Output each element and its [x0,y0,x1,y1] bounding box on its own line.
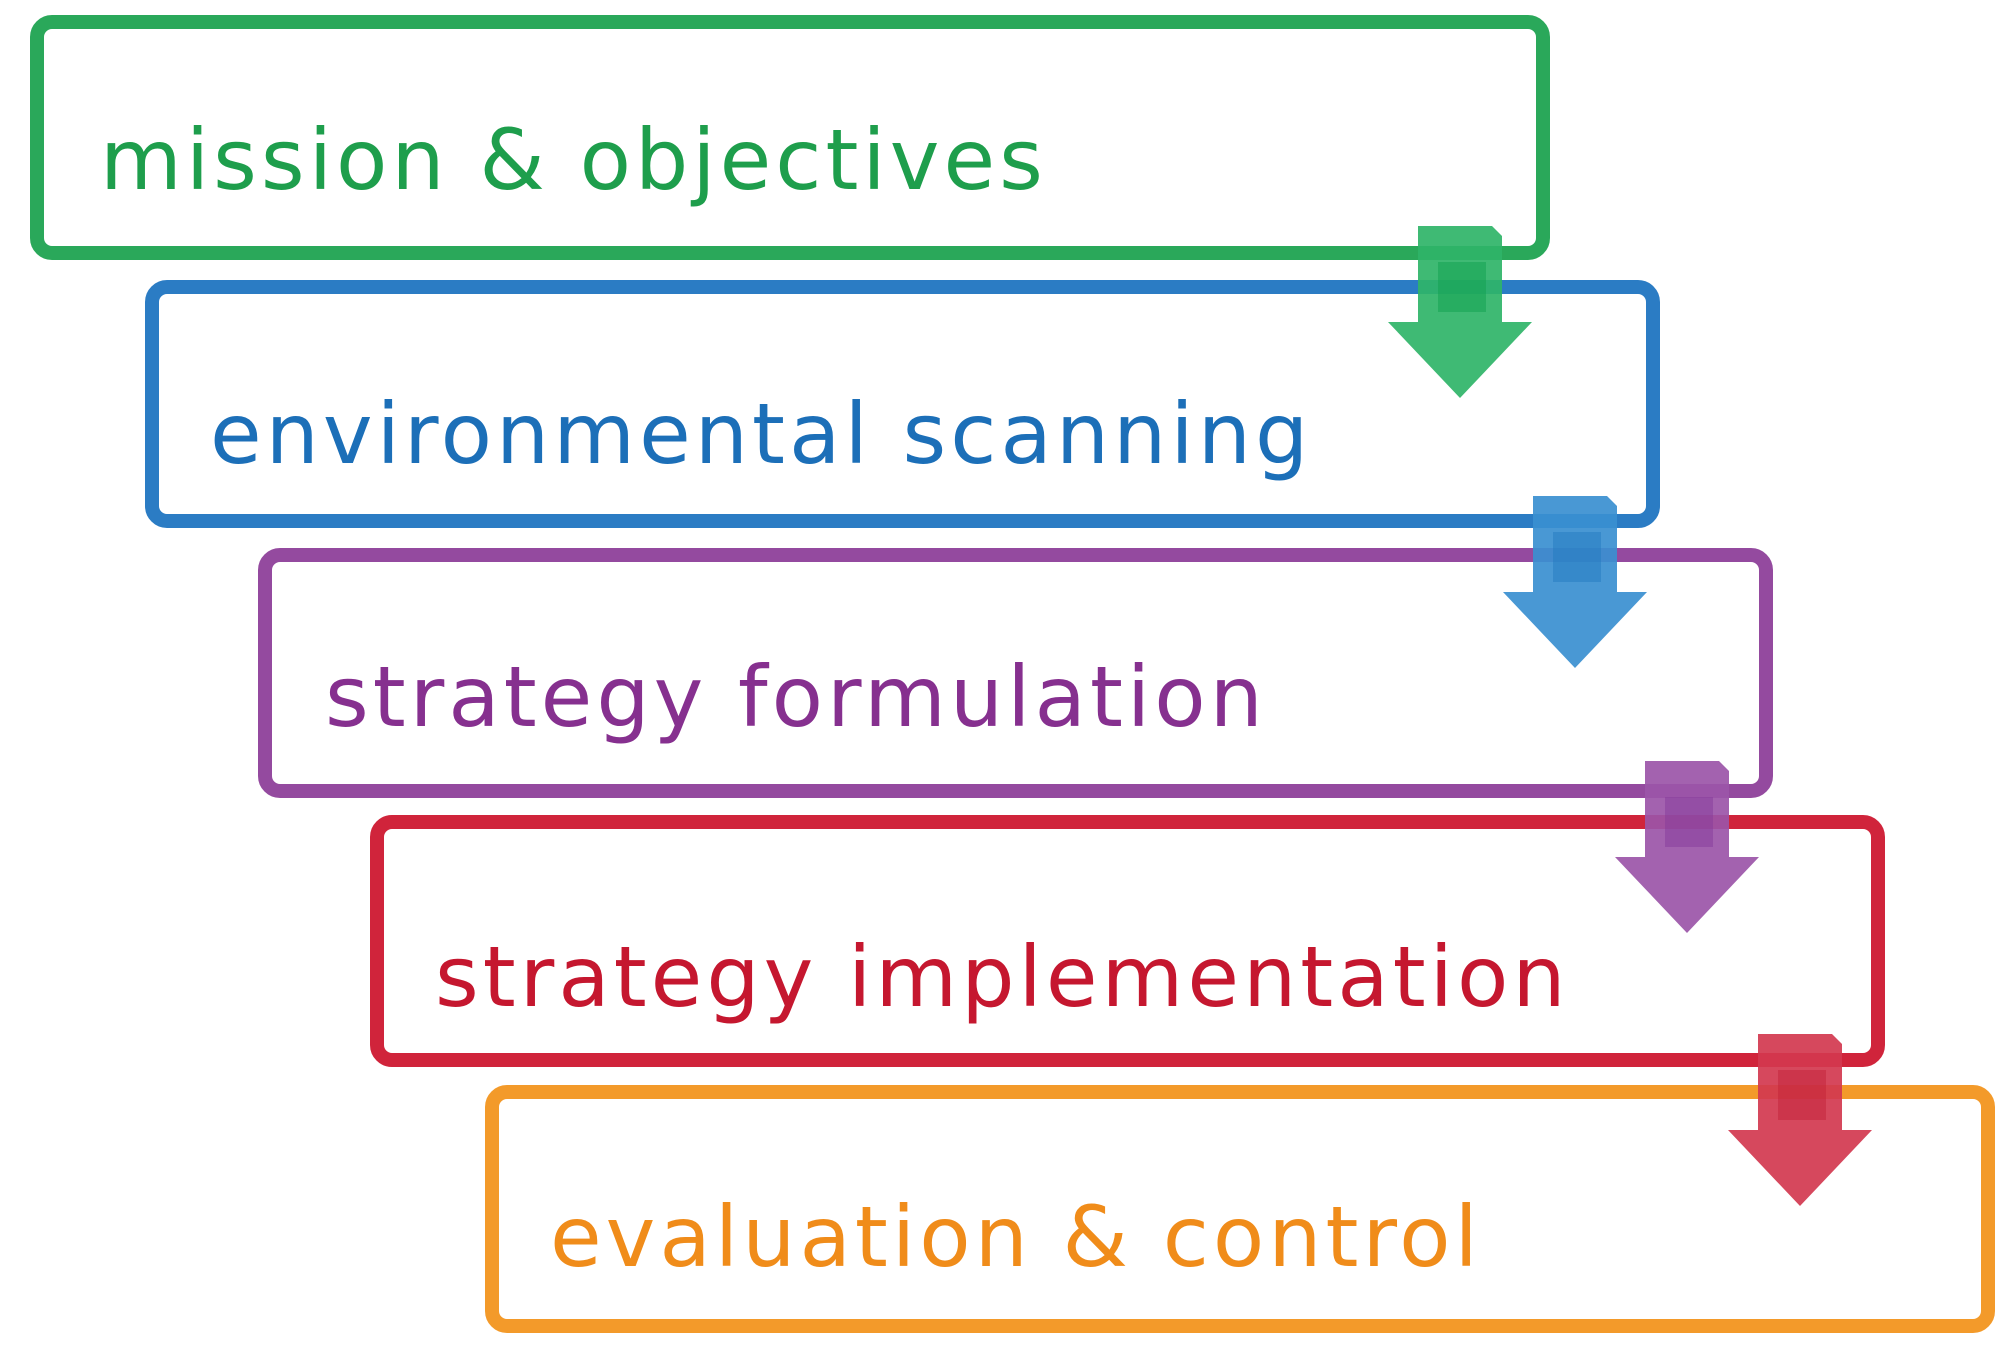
arrow-down-icon [1495,492,1655,672]
step-label-strategy-implementation: strategy implementation [435,928,1570,1026]
arrow-down-icon [1380,222,1540,402]
arrow-down-icon [1720,1030,1880,1210]
step-label-strategy-formulation: strategy formulation [325,648,1267,746]
step-label-environmental-scanning: environmental scanning [210,385,1313,483]
step-box-strategy-formulation [258,548,1773,798]
arrow-down-icon [1607,757,1767,937]
step-box-environmental-scanning [145,280,1660,528]
step-box-strategy-implementation [370,815,1885,1067]
step-label-mission-objectives: mission & objectives [100,111,1047,209]
step-box-evaluation-control [485,1085,1995,1333]
step-label-evaluation-control: evaluation & control [550,1188,1482,1286]
step-box-mission-objectives [30,15,1550,260]
